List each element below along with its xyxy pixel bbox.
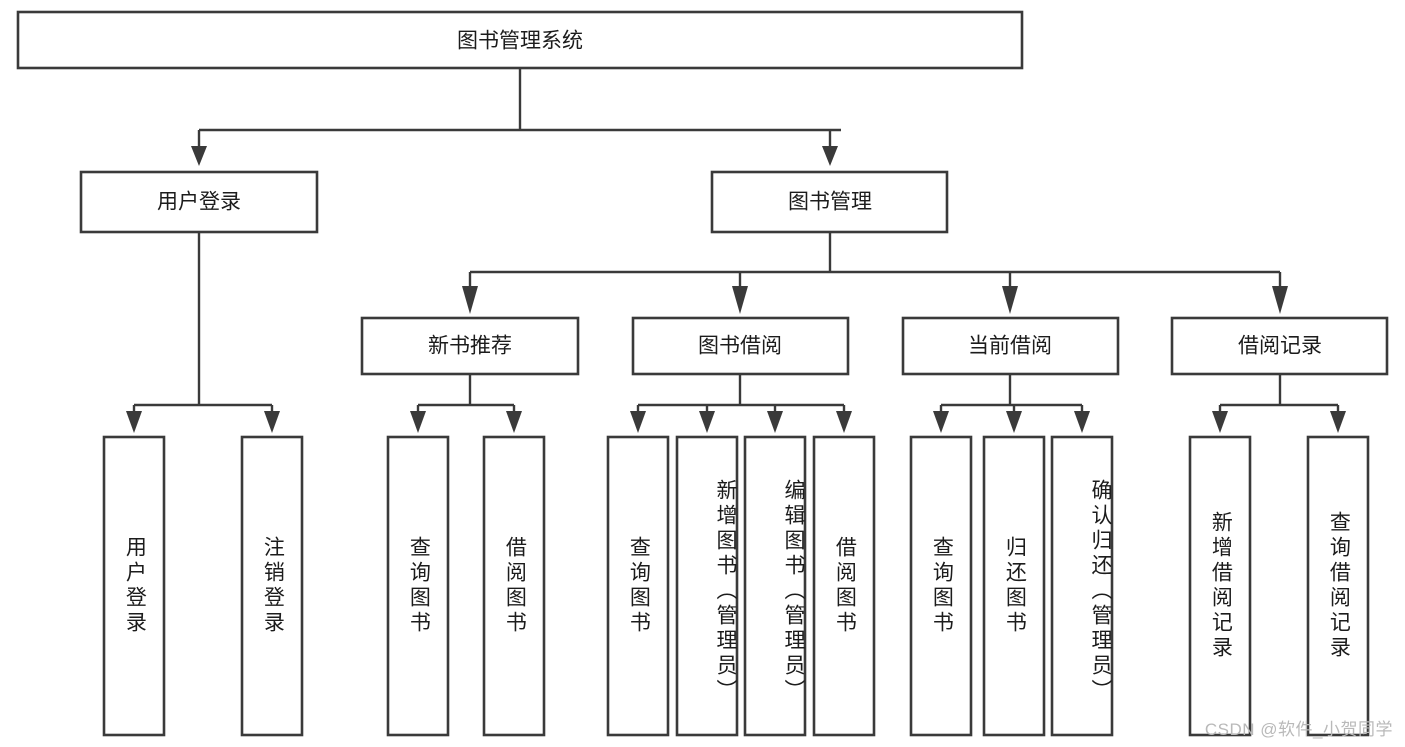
- csdn-watermark: CSDN @软件_小贺同学: [1204, 720, 1393, 739]
- node-label-book-borrow: 图书借阅: [698, 335, 782, 358]
- edge-group-book-manage: [462, 232, 1288, 314]
- node-box-leaf-logout[interactable]: [240, 435, 304, 737]
- node-box-leaf-borrow-book-2[interactable]: [812, 435, 876, 737]
- edge-group-root: [191, 68, 841, 166]
- arrow-head-leaf-add-book: [699, 411, 715, 433]
- node-box-leaf-query-book-3[interactable]: [909, 435, 973, 737]
- node-box-book-borrow[interactable]: [631, 316, 850, 376]
- arrow-head-book-manage: [822, 146, 838, 166]
- node-box-leaf-add-record[interactable]: [1188, 435, 1252, 737]
- node-box-book-manage[interactable]: [710, 170, 949, 234]
- node-box-new-book-rec[interactable]: [360, 316, 580, 376]
- arrow-head-leaf-query-record: [1330, 411, 1346, 433]
- node-label-new-book-rec: 新书推荐: [428, 335, 512, 358]
- node-label-root: 图书管理系统: [457, 30, 583, 53]
- arrow-head-new-book-rec: [462, 286, 478, 314]
- edge-group-user-login: [126, 232, 280, 433]
- arrow-head-current-borrow: [1002, 286, 1018, 314]
- node-label-borrow-record: 借阅记录: [1238, 335, 1322, 358]
- node-box-leaf-edit-book[interactable]: [743, 435, 807, 737]
- node-label-current-borrow: 当前借阅: [968, 335, 1052, 358]
- arrow-head-leaf-add-record: [1212, 411, 1228, 433]
- arrow-head-borrow-record: [1272, 286, 1288, 314]
- edge-group-book-borrow: [630, 374, 852, 433]
- arrow-head-leaf-confirm-return: [1074, 411, 1090, 433]
- node-box-borrow-record[interactable]: [1170, 316, 1389, 376]
- edge-group-new-book-rec: [410, 374, 522, 433]
- edge-group-borrow-record: [1212, 374, 1346, 433]
- node-box-current-borrow[interactable]: [901, 316, 1120, 376]
- node-box-leaf-query-record[interactable]: [1306, 435, 1370, 737]
- arrow-head-user-login: [191, 146, 207, 166]
- arrow-head-book-borrow: [732, 286, 748, 314]
- node-box-leaf-query-book-1[interactable]: [386, 435, 450, 737]
- node-box-root[interactable]: [16, 10, 1024, 70]
- arrow-head-leaf-query-book-1: [410, 411, 426, 433]
- node-label-book-manage: 图书管理: [788, 191, 872, 214]
- node-box-leaf-return-book[interactable]: [982, 435, 1046, 737]
- node-label-user-login: 用户登录: [157, 191, 241, 214]
- node-box-leaf-borrow-book-1[interactable]: [482, 435, 546, 737]
- node-box-leaf-add-book[interactable]: [675, 435, 739, 737]
- node-box-leaf-confirm-return[interactable]: [1050, 435, 1114, 737]
- arrow-head-leaf-query-book-2: [630, 411, 646, 433]
- edge-group-current-borrow: [933, 374, 1090, 433]
- node-box-leaf-user-login[interactable]: [102, 435, 166, 737]
- arrow-head-leaf-borrow-book-1: [506, 411, 522, 433]
- arrow-head-leaf-borrow-book-2: [836, 411, 852, 433]
- node-box-user-login[interactable]: [79, 170, 319, 234]
- arrow-head-leaf-logout: [264, 411, 280, 433]
- node-box-leaf-query-book-2[interactable]: [606, 435, 670, 737]
- arrow-head-leaf-query-book-3: [933, 411, 949, 433]
- arrow-head-leaf-return-book: [1006, 411, 1022, 433]
- arrow-head-leaf-user-login: [126, 411, 142, 433]
- arrow-head-leaf-edit-book: [767, 411, 783, 433]
